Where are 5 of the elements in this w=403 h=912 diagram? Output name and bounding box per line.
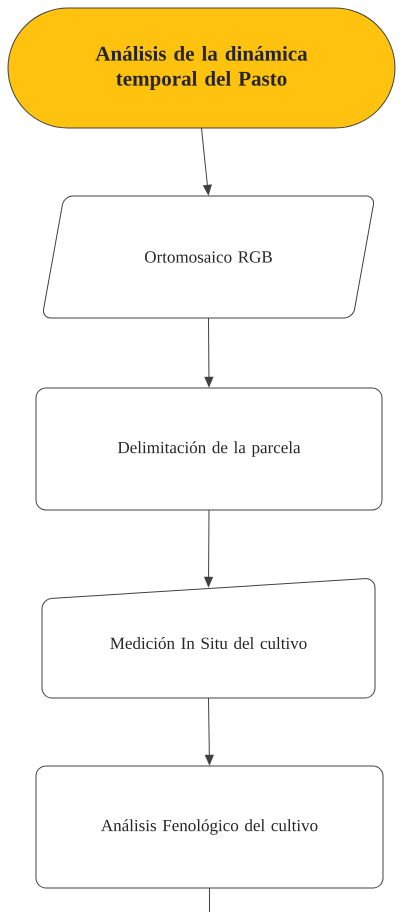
start-terminal: Análisis de la dinámica temporal del Pasto: [8, 8, 396, 128]
data-parallelogram: Ortomosaico RGB: [42, 196, 374, 318]
manual-input-box: Medición In Situ del cultivo: [42, 578, 376, 698]
process-box: Análisis Fenológico del cultivo: [36, 766, 384, 888]
process-box: Delimitación de la parcela: [36, 388, 382, 510]
